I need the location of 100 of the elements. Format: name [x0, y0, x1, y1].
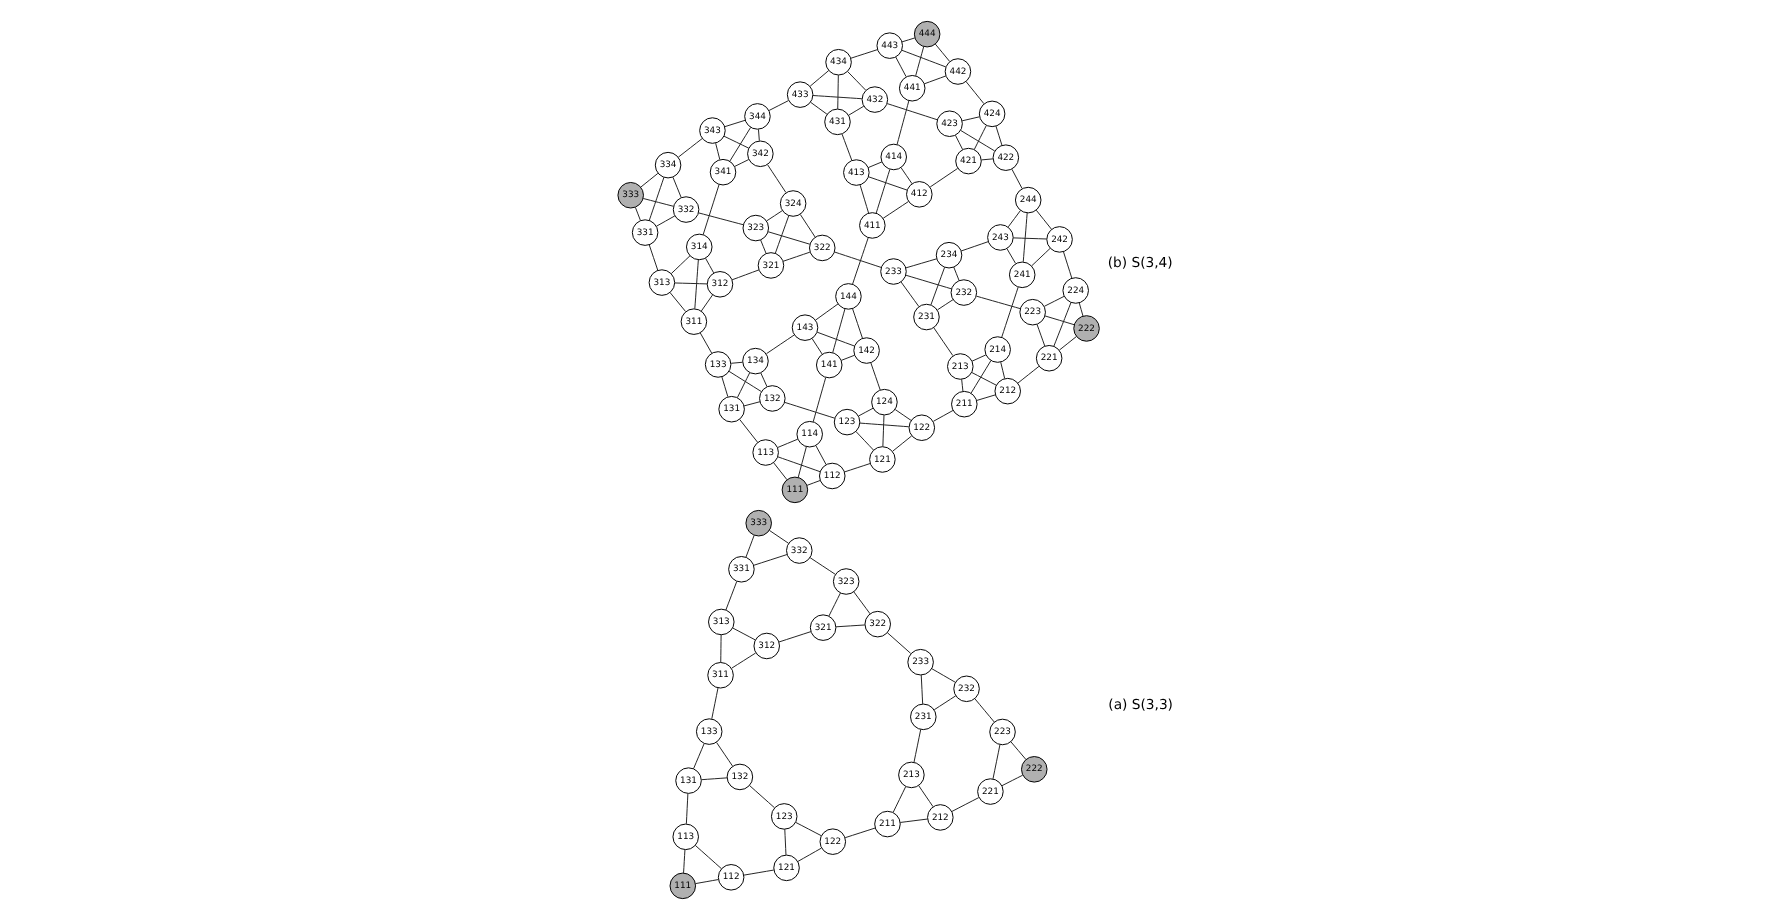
connector	[705, 257, 715, 274]
connector	[749, 785, 775, 809]
connector	[745, 534, 755, 558]
connector	[816, 331, 855, 347]
connector	[743, 869, 775, 876]
connector	[1043, 295, 1065, 307]
connector	[933, 695, 957, 711]
connector	[894, 409, 912, 421]
connector	[784, 828, 787, 856]
connector	[933, 327, 954, 356]
connector	[806, 480, 821, 486]
connector	[905, 258, 938, 269]
connector	[1001, 774, 1024, 787]
connector	[834, 251, 882, 268]
connector	[731, 652, 757, 669]
connector	[778, 631, 812, 643]
connector	[743, 401, 761, 407]
connector	[1031, 247, 1051, 267]
connector	[1006, 248, 1017, 264]
connector	[901, 49, 947, 68]
connector	[723, 135, 750, 149]
connector	[724, 119, 746, 128]
connector	[1017, 365, 1040, 384]
connector	[642, 198, 674, 207]
connector	[960, 129, 996, 152]
connector	[693, 743, 705, 770]
connector	[867, 176, 908, 191]
connector	[697, 212, 744, 226]
connector	[841, 354, 855, 361]
connector	[1022, 212, 1028, 263]
connector	[855, 430, 874, 451]
connector	[995, 125, 1003, 146]
connector	[1058, 336, 1077, 351]
connector	[852, 237, 869, 285]
connector	[850, 49, 878, 59]
connector	[734, 159, 750, 167]
connector	[701, 777, 728, 781]
connector	[728, 370, 762, 393]
connector	[882, 201, 909, 219]
connector	[970, 360, 992, 394]
connector	[901, 37, 916, 43]
connector	[953, 266, 960, 281]
connector	[799, 214, 816, 238]
connector	[809, 557, 836, 575]
connector	[1000, 361, 1006, 379]
connector	[809, 70, 830, 87]
connector	[835, 624, 866, 628]
connector	[837, 74, 839, 110]
connector	[859, 184, 870, 214]
connector	[900, 167, 913, 185]
connector	[685, 793, 689, 825]
connector	[702, 184, 720, 236]
connector	[981, 158, 994, 161]
connector	[721, 376, 729, 397]
connector	[768, 529, 790, 544]
connector	[766, 210, 783, 222]
connector	[920, 674, 924, 705]
connector	[774, 215, 790, 254]
connector	[1062, 251, 1073, 279]
connector	[915, 46, 925, 77]
connector	[810, 101, 828, 115]
connector	[971, 371, 997, 386]
connector	[929, 167, 959, 188]
connector	[812, 377, 827, 423]
connector	[640, 172, 659, 188]
connector	[934, 43, 950, 62]
connector	[694, 259, 699, 310]
connector	[913, 728, 922, 763]
connector	[715, 142, 721, 160]
connector	[700, 294, 714, 312]
connector	[886, 103, 938, 121]
connector	[1035, 209, 1052, 230]
connector	[937, 299, 954, 311]
connector	[905, 274, 953, 290]
connector	[976, 394, 996, 401]
connector	[918, 785, 934, 808]
connector	[732, 627, 756, 641]
connector	[858, 407, 874, 417]
connector	[648, 176, 665, 221]
connector	[739, 419, 759, 443]
connector	[695, 879, 719, 885]
connector	[716, 742, 733, 767]
connector	[782, 251, 811, 262]
connector	[900, 281, 920, 307]
connector	[875, 169, 891, 214]
connector	[720, 634, 722, 663]
connector	[859, 422, 910, 428]
connector	[843, 463, 871, 473]
connector	[669, 292, 686, 312]
connector	[951, 797, 980, 813]
connector	[725, 581, 738, 611]
connector	[954, 134, 964, 151]
connector	[971, 354, 987, 362]
connector	[974, 698, 995, 723]
connector	[767, 164, 787, 193]
connector	[811, 338, 823, 355]
connector	[832, 308, 846, 353]
connector	[683, 849, 686, 874]
connector	[784, 401, 836, 419]
connector	[768, 100, 789, 111]
